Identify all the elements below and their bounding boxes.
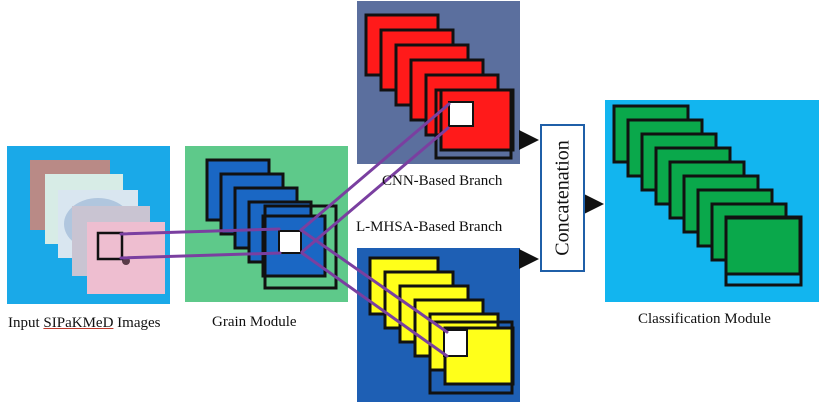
input-label-prefix: Input bbox=[8, 315, 44, 331]
grain-label: Grain Module bbox=[212, 314, 297, 330]
grain-outline bbox=[263, 204, 338, 290]
concatenation-box: Concatenation bbox=[540, 124, 585, 272]
cnn-outline bbox=[434, 88, 513, 160]
grain-module bbox=[185, 146, 348, 302]
input-panel bbox=[7, 146, 170, 304]
connector-grain-cnn-1 bbox=[299, 102, 451, 232]
input-label-dataset: SIPaKMeD bbox=[43, 315, 114, 331]
cnn-branch bbox=[357, 1, 520, 164]
class-layer-9 bbox=[724, 216, 802, 276]
connector-grain-mhsa-2 bbox=[300, 251, 449, 358]
classification-module bbox=[605, 100, 819, 302]
cnn-label: CNN-Based Branch bbox=[382, 173, 503, 189]
mhsa-kernel bbox=[443, 329, 468, 357]
connectors bbox=[119, 102, 451, 358]
connector-input-grain-bottom bbox=[119, 251, 282, 260]
mhsa-branch bbox=[357, 248, 520, 402]
mhsa-outline bbox=[428, 320, 514, 395]
connector-grain-cnn-2 bbox=[300, 126, 450, 254]
input-label-suffix: Images bbox=[113, 315, 161, 331]
mhsa-label: L-MHSA-Based Branch bbox=[356, 219, 503, 235]
input-patch bbox=[96, 231, 124, 261]
connector-input-grain-top bbox=[119, 227, 281, 236]
grain-kernel bbox=[278, 230, 302, 254]
concatenation-label: Concatenation bbox=[551, 140, 573, 256]
connector-grain-mhsa-1 bbox=[299, 228, 449, 334]
class-outline bbox=[724, 215, 803, 287]
classification-label: Classification Module bbox=[638, 311, 771, 327]
cnn-kernel bbox=[448, 101, 474, 127]
input-label: Input SIPaKMeD Images bbox=[8, 315, 161, 332]
